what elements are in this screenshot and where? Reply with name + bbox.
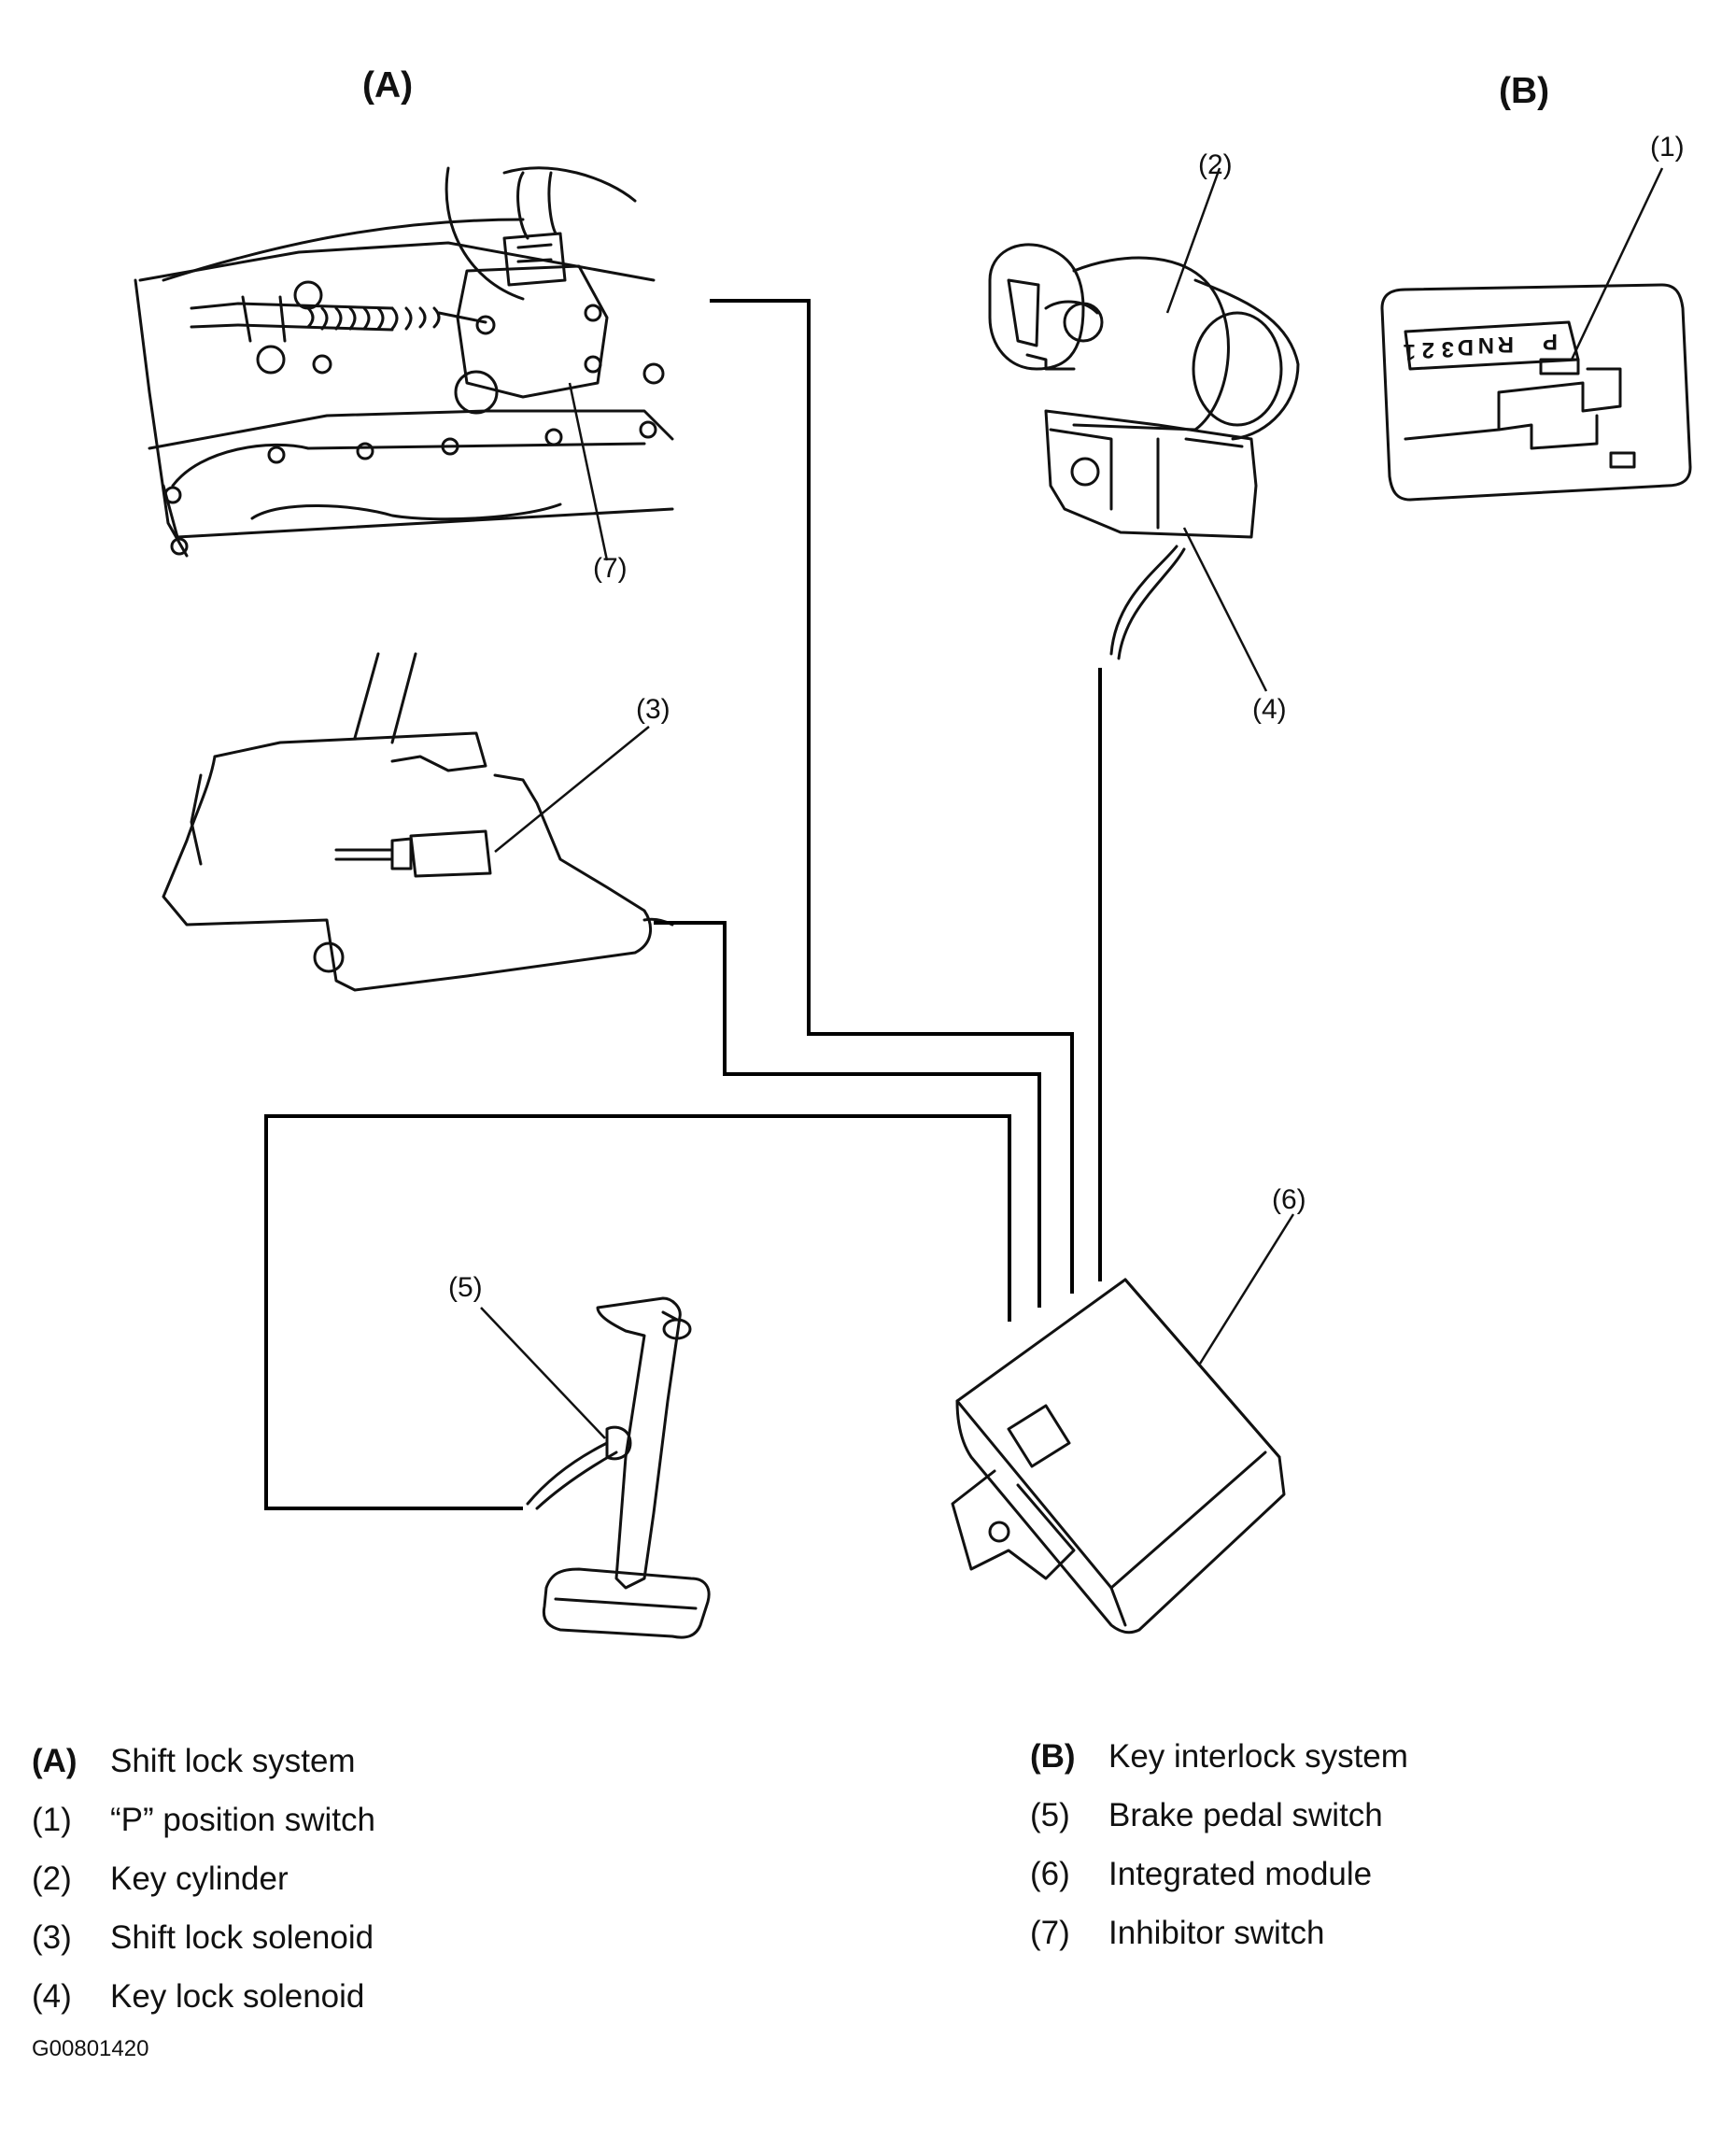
- brake-pedal-drawing: [526, 1296, 711, 1639]
- inhibitor-switch-drawing: [134, 166, 674, 558]
- shift-letter-n: N: [1478, 333, 1494, 358]
- key-cylinder-drawing: [988, 243, 1300, 660]
- shift-letter-d: D: [1458, 334, 1474, 360]
- callout-7: (7): [593, 553, 628, 584]
- section-head-a: (A): [362, 65, 414, 106]
- legend-label: Shift lock system: [110, 1743, 356, 1779]
- wire-inhibitor-to-module: [710, 299, 1074, 1294]
- integrated-module-drawing: [951, 1278, 1286, 1634]
- wiring-harness: [264, 299, 1102, 1510]
- legend-label: Integrated module: [1108, 1856, 1373, 1892]
- legend-label: Shift lock solenoid: [110, 1919, 374, 1956]
- wire-shift-lock-to-module: [654, 921, 1041, 1308]
- legend-key: (B): [1030, 1738, 1076, 1775]
- legend-key: (4): [32, 1978, 72, 2015]
- legend-label: Key interlock system: [1108, 1738, 1408, 1775]
- legend-label: Key cylinder: [110, 1861, 289, 1897]
- callout-leaders: [480, 167, 1664, 1439]
- legend-key: (6): [1030, 1856, 1070, 1892]
- legend-label: “P” position switch: [110, 1802, 375, 1838]
- shift-lock-solenoid-drawing: [162, 652, 674, 992]
- legend-label: Brake pedal switch: [1108, 1797, 1383, 1833]
- legend-key: (2): [32, 1861, 72, 1897]
- callout-5: (5): [448, 1272, 483, 1303]
- callout-1: (1): [1650, 132, 1685, 163]
- wire-brake-switch-to-module: [264, 1114, 1011, 1510]
- shift-letter-p: P: [1543, 329, 1558, 354]
- callout-6: (6): [1272, 1184, 1306, 1215]
- wiring-diagram: P R N D 3 2 1: [134, 166, 1692, 1639]
- callout-4: (4): [1252, 694, 1287, 725]
- shift-letter-2: 2: [1422, 337, 1434, 362]
- shift-indicator-drawing: [1380, 283, 1692, 502]
- legend-key: (1): [32, 1802, 72, 1838]
- callout-3: (3): [636, 694, 670, 725]
- figure-id: G00801420: [32, 2036, 149, 2061]
- legend-key: (7): [1030, 1915, 1070, 1951]
- legend-key: (A): [32, 1743, 78, 1779]
- legend-label: Key lock solenoid: [110, 1978, 365, 2015]
- section-head-b: (B): [1499, 71, 1550, 111]
- shift-letter-3: 3: [1442, 336, 1454, 361]
- legend-label: Inhibitor switch: [1108, 1915, 1325, 1951]
- legend-key: (3): [32, 1919, 72, 1956]
- shift-letter-r: R: [1498, 332, 1514, 357]
- shift-indicator-letters: P R N D 3 2 1: [1404, 329, 1558, 364]
- legend-key: (5): [1030, 1797, 1070, 1833]
- shift-letter-1: 1: [1404, 339, 1416, 364]
- callout-2: (2): [1198, 149, 1233, 180]
